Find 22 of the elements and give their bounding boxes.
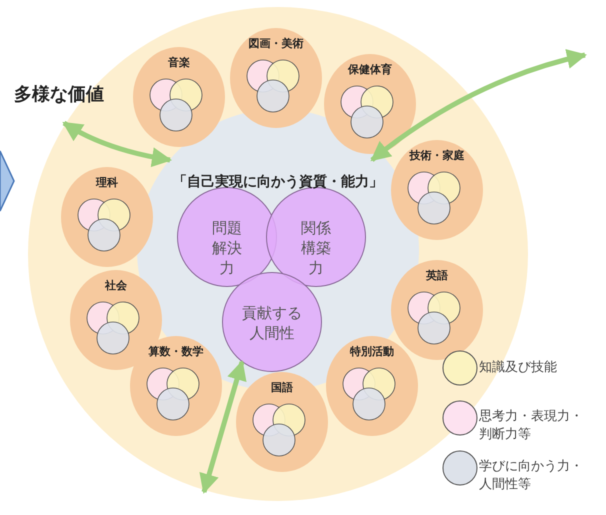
subject-label: 算数・数学 bbox=[148, 344, 204, 359]
competency-label: 関係構築力 bbox=[301, 218, 331, 278]
subject-circle bbox=[236, 372, 328, 472]
subject-label: 国語 bbox=[270, 380, 294, 395]
legend-label: 思考力・表現力・判断力等 bbox=[479, 408, 584, 444]
subject-label: 技術・家庭 bbox=[408, 148, 466, 163]
value-label: 多様な価値 bbox=[14, 82, 114, 108]
legend-label: 知識及び技能 bbox=[479, 359, 558, 377]
subject-label: 保健体育 bbox=[346, 62, 393, 77]
double-arrow bbox=[62, 120, 172, 167]
circle-title: 「自己実現に向かう資質・能力」 bbox=[172, 173, 384, 191]
double-arrow bbox=[370, 49, 587, 162]
competency-label: 問題解決力 bbox=[212, 218, 242, 278]
legend-label: 学びに向かう力・人間性等 bbox=[479, 458, 584, 494]
subject-label: 図画・美術 bbox=[248, 36, 304, 51]
subject-label: 理科 bbox=[94, 175, 119, 190]
subject-label: 社会 bbox=[104, 278, 128, 293]
subject-label: 英語 bbox=[424, 268, 449, 283]
subject-label: 特別活動 bbox=[348, 344, 395, 359]
double-arrow bbox=[199, 360, 247, 494]
subject-label: 音楽 bbox=[167, 55, 191, 70]
competency-label: 貢献する人間性 bbox=[242, 303, 302, 343]
